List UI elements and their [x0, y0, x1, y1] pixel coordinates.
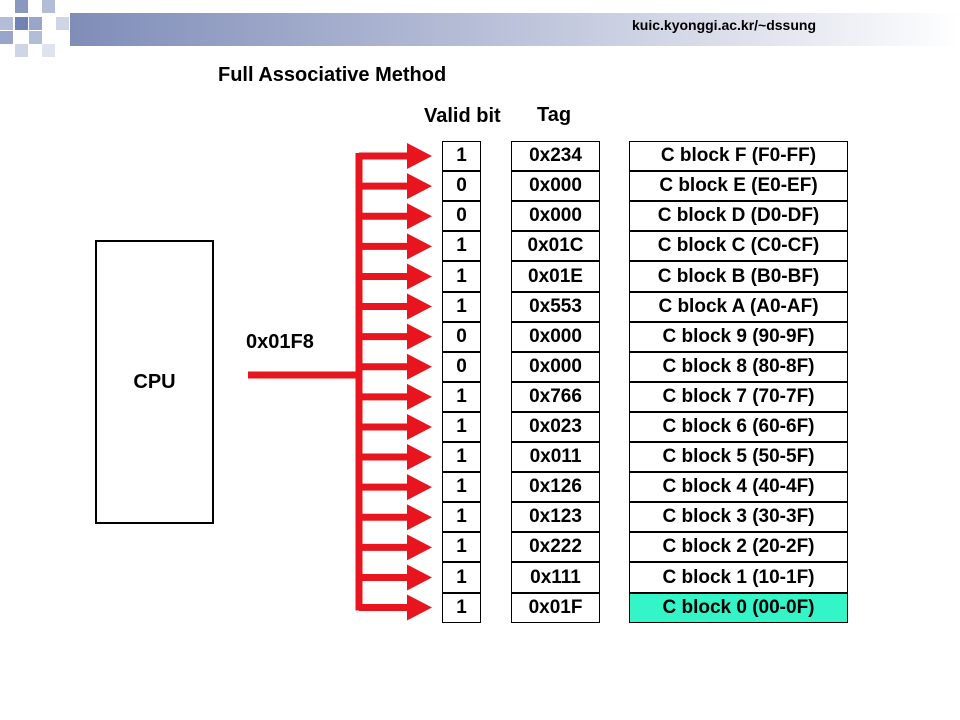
- bus-arrow-head: [407, 173, 432, 200]
- valid-bit-cell: 0: [442, 201, 481, 231]
- valid-bit-cell: 1: [442, 562, 481, 593]
- tag-cell: 0x222: [511, 532, 600, 562]
- valid-bit-cell: 1: [442, 141, 481, 171]
- cache-block-cell: C block D (D0-DF): [629, 201, 848, 231]
- tag-cell: 0x000: [511, 322, 600, 352]
- tag-cell: 0x000: [511, 201, 600, 231]
- diagram-title: Full Associative Method: [218, 64, 447, 86]
- cache-block-cell: C block 7 (70-7F): [629, 382, 848, 412]
- valid-bit-cell: 1: [442, 472, 481, 502]
- cache-block-cell: C block A (A0-AF): [629, 292, 848, 322]
- valid-bit-cell: 1: [442, 593, 481, 623]
- bus-arrow-head: [407, 353, 432, 380]
- tag-cell: 0x023: [511, 412, 600, 442]
- valid-bit-cell: 1: [442, 502, 481, 532]
- bus-arrow-head: [407, 444, 432, 471]
- cache-block-cell: C block F (F0-FF): [629, 141, 848, 171]
- cache-block-cell: C block 9 (90-9F): [629, 322, 848, 352]
- valid-bit-cell: 1: [442, 532, 481, 562]
- cache-block-cell: C block B (B0-BF): [629, 261, 848, 292]
- tag-cell: 0x01F: [511, 593, 600, 623]
- cache-block-cell: C block 6 (60-6F): [629, 412, 848, 442]
- valid-bit-header: Valid bit: [424, 105, 501, 127]
- bus-arrow-head: [407, 263, 432, 290]
- cache-block-cell: C block 5 (50-5F): [629, 442, 848, 472]
- valid-bit-cell: 1: [442, 412, 481, 442]
- cache-block-cell: C block E (E0-EF): [629, 171, 848, 201]
- cpu-label: CPU: [133, 370, 176, 393]
- bus-arrow-head: [407, 504, 432, 531]
- cache-block-cell: C block C (C0-CF): [629, 231, 848, 261]
- header-url: kuic.kyonggi.ac.kr/~dssung: [632, 17, 817, 33]
- cpu-box: CPU: [95, 240, 214, 524]
- bus-arrow-head: [407, 413, 432, 440]
- bus-arrow-head: [407, 564, 432, 591]
- cache-block-cell: C block 8 (80-8F): [629, 352, 848, 382]
- tag-cell: 0x000: [511, 171, 600, 201]
- cache-block-cell: C block 1 (10-1F): [629, 562, 848, 593]
- corner-squares-decoration: [0, 0, 960, 57]
- cache-block-cell: C block 3 (30-3F): [629, 502, 848, 532]
- tag-cell: 0x553: [511, 292, 600, 322]
- bus-arrow-head: [407, 323, 432, 350]
- valid-bit-cell: 1: [442, 442, 481, 472]
- valid-bit-cell: 1: [442, 292, 481, 322]
- cache-block-cell: C block 4 (40-4F): [629, 472, 848, 502]
- bus-arrow-head: [407, 474, 432, 501]
- tag-header: Tag: [537, 104, 572, 126]
- address-label: 0x01F8: [246, 331, 314, 353]
- tag-cell: 0x011: [511, 442, 600, 472]
- bus-arrow-head: [407, 534, 432, 561]
- valid-bit-cell: 0: [442, 352, 481, 382]
- tag-cell: 0x766: [511, 382, 600, 412]
- bus-arrow-head: [407, 233, 432, 260]
- valid-bit-cell: 1: [442, 382, 481, 412]
- highlighted-cache-block: C block 0 (00-0F): [629, 593, 848, 623]
- bus-arrow-head: [407, 143, 432, 170]
- valid-bit-cell: 0: [442, 171, 481, 201]
- valid-bit-cell: 1: [442, 231, 481, 261]
- bus-arrow-head: [407, 383, 432, 410]
- tag-cell: 0x01C: [511, 231, 600, 261]
- tag-cell: 0x111: [511, 562, 600, 593]
- bus-arrow-head: [407, 203, 432, 230]
- valid-bit-cell: 1: [442, 261, 481, 292]
- tag-cell: 0x126: [511, 472, 600, 502]
- bus-arrow-head: [407, 594, 432, 621]
- tag-cell: 0x234: [511, 141, 600, 171]
- cache-block-cell: C block 2 (20-2F): [629, 532, 848, 562]
- bus-arrow-head: [407, 293, 432, 320]
- valid-bit-cell: 0: [442, 322, 481, 352]
- tag-cell: 0x000: [511, 352, 600, 382]
- tag-cell: 0x01E: [511, 261, 600, 292]
- tag-cell: 0x123: [511, 502, 600, 532]
